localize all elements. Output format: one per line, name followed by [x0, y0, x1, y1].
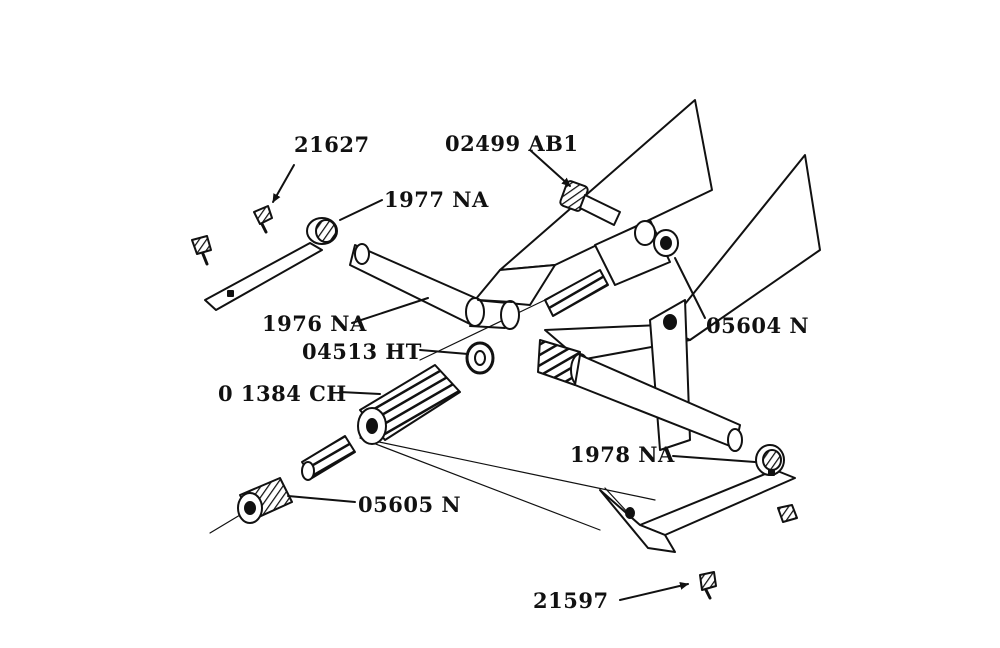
pedal-pad-upper — [474, 99, 713, 306]
screw-21597-b — [699, 571, 717, 600]
label-21627: 21627 — [294, 132, 370, 157]
label-04513: 04513 HT — [302, 339, 422, 364]
label-05605: 05605 N — [358, 492, 462, 517]
threaded-rod — [301, 435, 356, 481]
label-02499: 02499 AB1 — [445, 131, 579, 156]
bolt-02499 — [559, 180, 621, 226]
screw-21627-b — [191, 235, 212, 266]
shaft-1976 — [349, 243, 520, 330]
nut-05605 — [237, 477, 293, 524]
spring-01384 — [357, 364, 461, 445]
label-21597: 21597 — [533, 588, 609, 613]
label-1977: 1977 NA — [384, 187, 489, 212]
washer-04513 — [465, 341, 495, 375]
leader-lines — [272, 149, 756, 601]
screw-21597-a — [777, 504, 798, 523]
label-01384: 0 1384 CH — [218, 381, 347, 406]
bracket-1978 — [599, 444, 796, 553]
screw-21627-a — [253, 205, 273, 234]
clevis-05604 — [544, 219, 679, 317]
label-1978: 1978 NA — [570, 442, 675, 467]
label-1976: 1976 NA — [262, 311, 367, 336]
label-05604: 05604 N — [706, 313, 810, 338]
pedal-arm-1977 — [204, 217, 338, 311]
shaft-lower — [537, 339, 743, 452]
assembly-guide-lines — [209, 299, 656, 534]
